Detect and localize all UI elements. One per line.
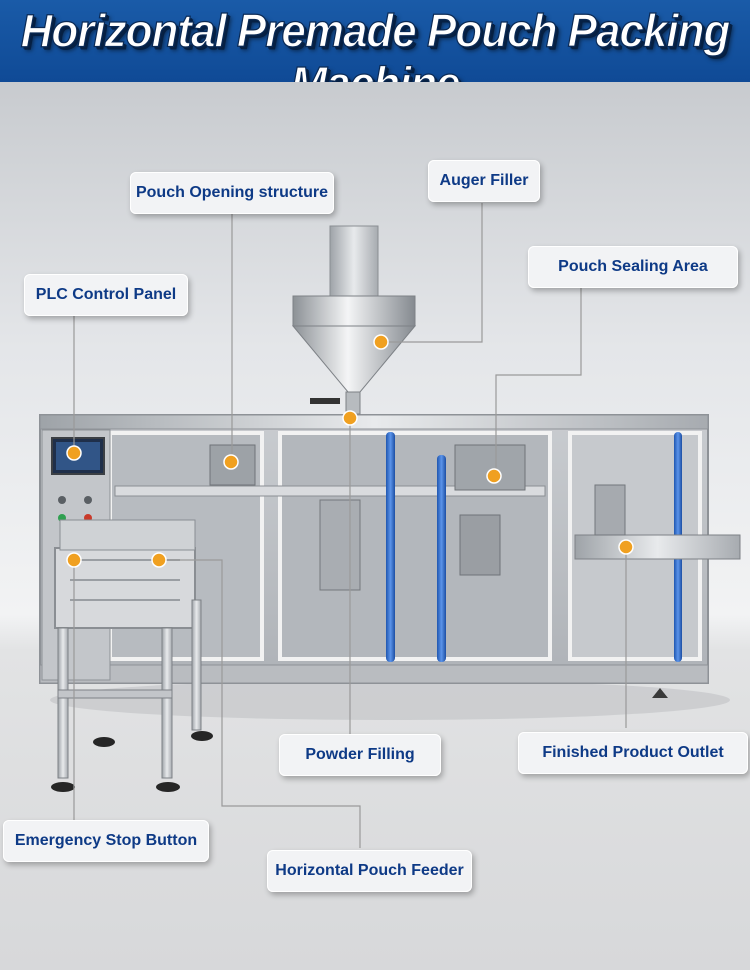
feeder-foot — [51, 782, 75, 792]
feeder-leg — [161, 627, 173, 779]
panel-button — [58, 496, 66, 504]
floor-shadow — [50, 680, 730, 720]
label-plc-panel: PLC Control Panel — [24, 274, 188, 316]
auger-handle — [310, 398, 340, 404]
auger-motor — [329, 225, 379, 299]
label-pouch-opening: Pouch Opening structure — [130, 172, 334, 214]
marker-dot — [618, 539, 634, 555]
machine-foot — [652, 688, 668, 698]
feeder-foot — [156, 782, 180, 792]
sealing-mechanism — [454, 444, 526, 491]
blue-rod-2 — [437, 455, 446, 662]
label-powder-filling: Powder Filling — [279, 734, 441, 776]
auger-cone — [291, 325, 417, 393]
marker-dot — [66, 445, 82, 461]
marker-dot — [151, 552, 167, 568]
outlet-arm — [594, 484, 626, 536]
marker-dot — [66, 552, 82, 568]
leader-auger-filler — [381, 203, 483, 343]
label-auger-filler: Auger Filler — [428, 160, 540, 202]
filling-station — [319, 499, 361, 591]
feeder-crossbar — [57, 689, 173, 699]
blue-rod-1 — [386, 432, 395, 662]
feeder-foot — [93, 737, 115, 747]
feeder-leg — [57, 627, 69, 779]
machine-top-rail — [39, 414, 709, 430]
markers — [66, 334, 634, 568]
auger-hopper-top — [292, 295, 416, 327]
outlet-conveyor — [574, 534, 741, 560]
title-banner — [0, 0, 750, 82]
marker-dot — [486, 468, 502, 484]
panel-button — [84, 496, 92, 504]
feeder-leg — [191, 599, 202, 731]
leader-lines — [73, 203, 627, 848]
pouch-feeder-tray — [59, 519, 196, 551]
marker-dot — [373, 334, 389, 350]
label-emergency-stop: Emergency Stop Button — [3, 820, 209, 862]
marker-dot — [342, 410, 358, 426]
sealing-jaw — [459, 514, 501, 576]
machine-bottom-rail — [39, 664, 709, 684]
pouch-rail — [114, 485, 546, 497]
marker-dot — [223, 454, 239, 470]
label-finished-outlet: Finished Product Outlet — [518, 732, 748, 774]
leader-pouch-sealing — [495, 287, 582, 476]
label-pouch-sealing: Pouch Sealing Area — [528, 246, 738, 288]
leader-pouch-feeder — [160, 559, 361, 848]
feeder-foot — [191, 731, 213, 741]
label-pouch-feeder: Horizontal Pouch Feeder — [267, 850, 472, 892]
